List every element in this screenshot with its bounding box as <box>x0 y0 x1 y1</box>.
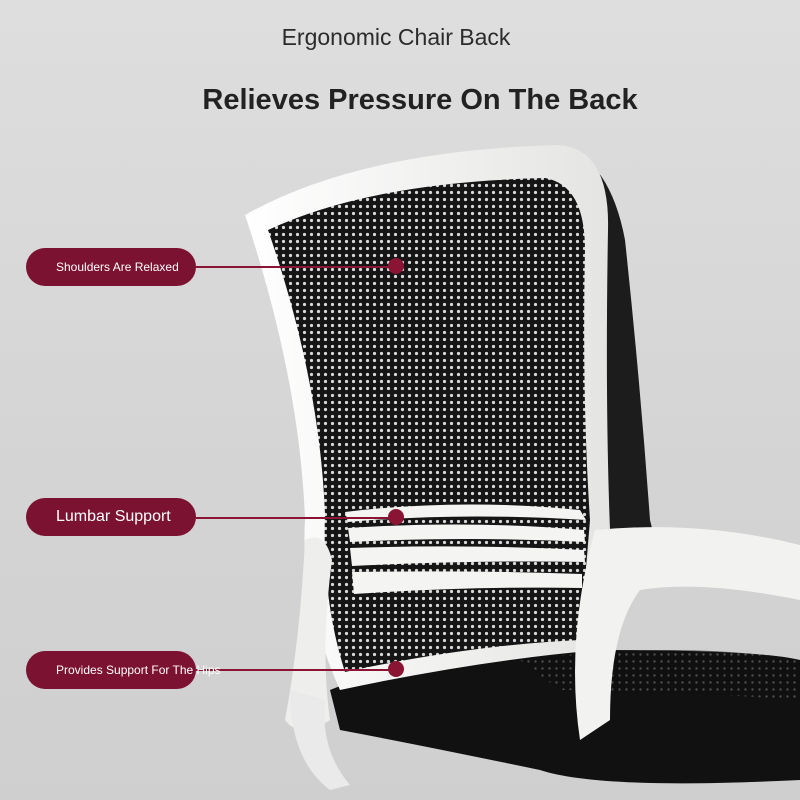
leader-line-hips <box>196 669 396 671</box>
marker-dot-shoulders <box>388 258 404 274</box>
callout-shoulders: Shoulders Are Relaxed <box>26 248 196 286</box>
callout-label: Provides Support For The Hips <box>56 663 221 677</box>
leader-line-lumbar <box>196 517 396 519</box>
banner-headline: Relieves Pressure On The Back <box>202 84 638 116</box>
callout-lumbar: Lumbar Support <box>26 498 196 536</box>
callout-label: Lumbar Support <box>56 508 171 525</box>
leader-line-shoulders <box>196 266 396 268</box>
marker-dot-lumbar <box>388 509 404 525</box>
marker-dot-hips <box>388 661 404 677</box>
callout-label: Shoulders Are Relaxed <box>56 260 179 274</box>
callout-hips: Provides Support For The Hips <box>26 651 221 689</box>
banner-subtitle: Ergonomic Chair Back <box>281 24 511 50</box>
